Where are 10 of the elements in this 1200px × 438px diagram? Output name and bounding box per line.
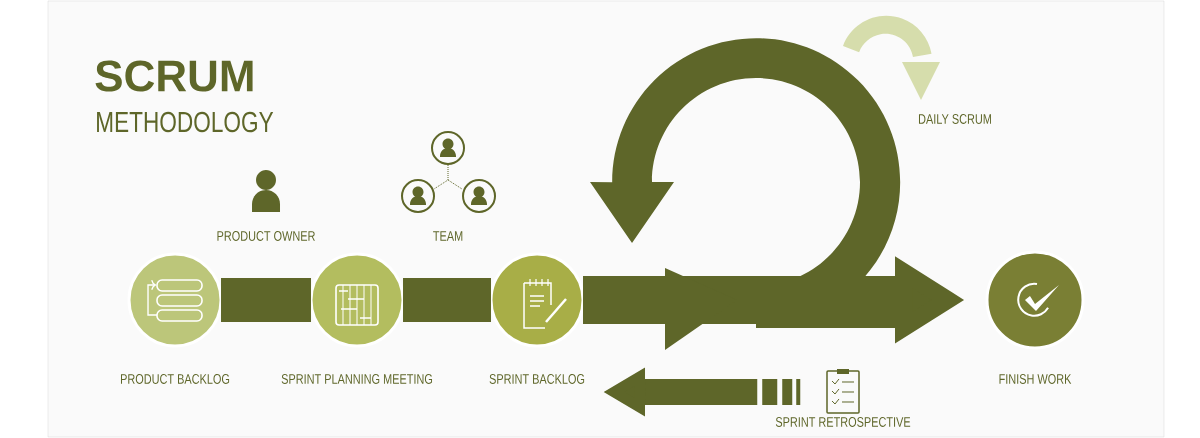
label: DAILY SCRUM <box>919 114 991 124</box>
step-label: SPRINT PLANNING MEETING <box>281 374 432 384</box>
step-label: FINISH WORK <box>999 374 1072 384</box>
subtitle: METHODOLOGY <box>97 111 274 133</box>
step-label: PRODUCT BACKLOG <box>121 374 230 384</box>
step-label: SPRINT BACKLOG <box>489 374 585 384</box>
step-label: SPRINT RETROSPECTIVE <box>775 417 911 427</box>
title: SCRUM <box>95 60 253 92</box>
role-label: TEAM <box>433 231 463 241</box>
role-label: PRODUCT OWNER <box>217 231 315 241</box>
